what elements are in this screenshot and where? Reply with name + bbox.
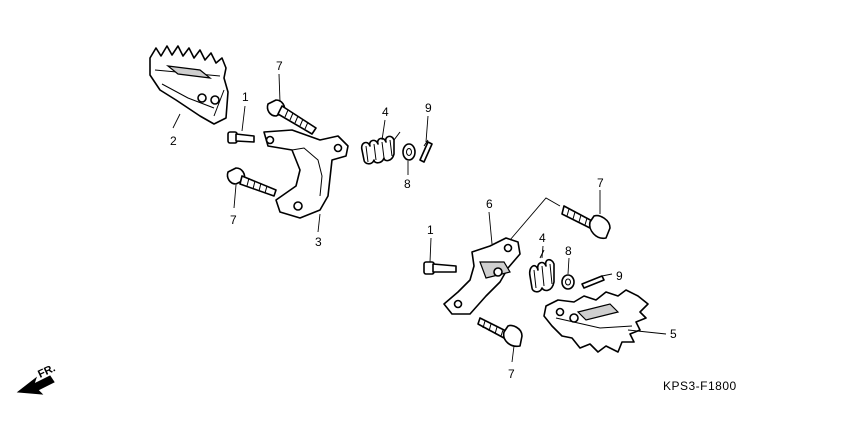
front-direction-label: FR.: [36, 362, 57, 380]
bracket-right: [443, 237, 521, 315]
bracket-left: [263, 129, 349, 219]
bolt-right-lower: [477, 317, 523, 348]
label-part-7-left-bottom: 7: [230, 213, 237, 227]
cotter-pin-left: [419, 139, 433, 163]
footpeg-right: [543, 289, 649, 353]
label-part-7-right-bottom: 7: [508, 367, 515, 381]
bolt-right-upper: [561, 205, 611, 240]
pin-right: [423, 261, 457, 275]
label-part-4-right: 4: [539, 231, 546, 245]
pin-left: [227, 131, 255, 144]
leader-lines: [172, 73, 667, 363]
label-part-8-right: 8: [565, 244, 572, 258]
label-part-5: 5: [670, 327, 677, 341]
label-part-4-left: 4: [382, 105, 389, 119]
label-part-7-right-top: 7: [597, 176, 604, 190]
label-part-9-left: 9: [425, 101, 432, 115]
label-part-1-right: 1: [427, 223, 434, 237]
label-part-1-left: 1: [242, 90, 249, 104]
label-part-2: 2: [170, 134, 177, 148]
label-part-3: 3: [315, 235, 322, 249]
front-direction-arrow-icon: [16, 375, 55, 395]
label-part-6: 6: [486, 197, 493, 211]
label-part-9-right: 9: [616, 269, 623, 283]
spring-left: [360, 131, 401, 165]
washer-left: [402, 143, 416, 161]
washer-right: [561, 274, 575, 290]
diagram-code: KPS3-F1800: [663, 379, 737, 393]
cotter-pin-right: [581, 275, 605, 289]
footpeg-left: [149, 45, 229, 125]
bolt-left-upper: [266, 99, 317, 135]
label-part-7-left-top: 7: [276, 59, 283, 73]
bolt-left-lower: [226, 167, 277, 197]
label-part-8-left: 8: [404, 177, 411, 191]
